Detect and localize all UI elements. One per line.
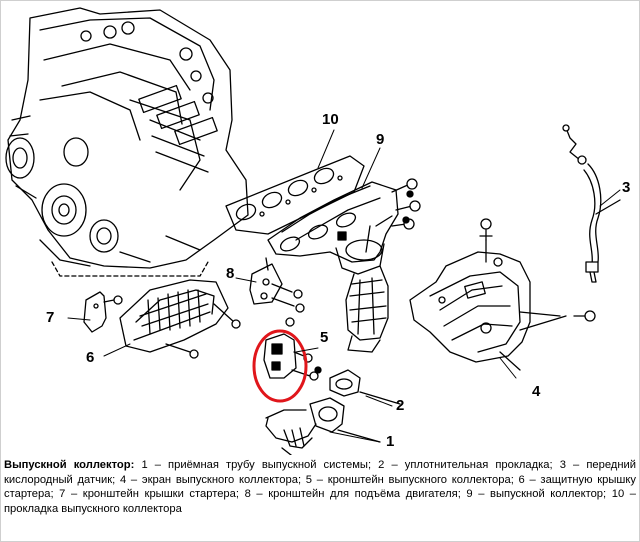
callout-1: 1 — [386, 433, 395, 450]
oxygen-sensor — [562, 124, 621, 283]
callout-3: 3 — [622, 179, 631, 196]
caption-text: 1 – приёмная трубу выпускной системы; 2 … — [4, 459, 637, 515]
callout-2: 2 — [396, 397, 405, 414]
callout-6: 6 — [86, 349, 95, 366]
starter-cover-bracket — [83, 291, 123, 333]
callout-9: 9 — [376, 131, 385, 148]
callout-7: 7 — [46, 309, 55, 326]
starter-protective-cover — [119, 279, 241, 359]
sealing-gasket — [329, 369, 401, 405]
callout-4: 4 — [532, 383, 541, 400]
exhaust-manifold-gasket — [225, 155, 365, 235]
exploded-view-drawing — [5, 7, 621, 455]
manifold-heat-shield — [409, 218, 596, 371]
figure-caption: Выпускной коллектор: 1 – приёмная трубу … — [4, 458, 636, 516]
manifold-bracket — [263, 333, 322, 381]
caption-title: Выпускной коллектор: — [4, 459, 135, 471]
highlight-ellipse — [252, 329, 308, 403]
exhaust-manifold — [267, 181, 399, 353]
callout-5: 5 — [320, 329, 329, 346]
manifold-bolts — [391, 178, 421, 230]
engine-block — [5, 7, 249, 277]
leader-lines — [67, 129, 621, 443]
engine-lifting-bracket — [249, 257, 305, 327]
callout-8: 8 — [226, 265, 235, 282]
front-exhaust-pipe — [265, 397, 381, 455]
callout-10: 10 — [322, 111, 339, 128]
